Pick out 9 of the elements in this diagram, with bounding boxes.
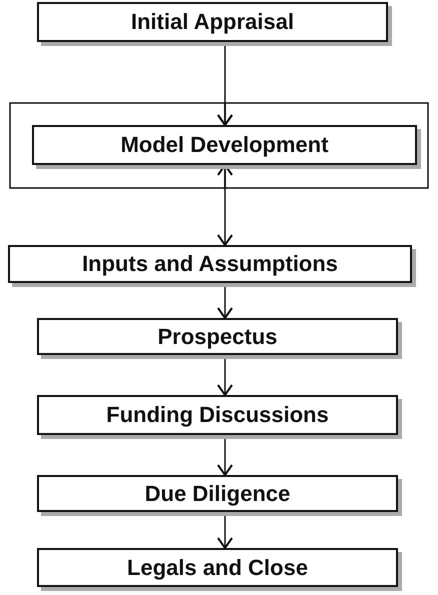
step-label: Funding Discussions xyxy=(106,402,329,428)
step-label: Due Diligence xyxy=(144,480,290,506)
step-label: Model Development xyxy=(120,132,328,158)
step-label: Prospectus xyxy=(158,324,278,350)
arrow xyxy=(9,102,233,189)
arrow xyxy=(217,102,429,189)
step-label: Legals and Close xyxy=(127,554,308,580)
step-label: Initial Appraisal xyxy=(130,9,294,35)
step-label: Inputs and Assumptions xyxy=(82,251,338,277)
